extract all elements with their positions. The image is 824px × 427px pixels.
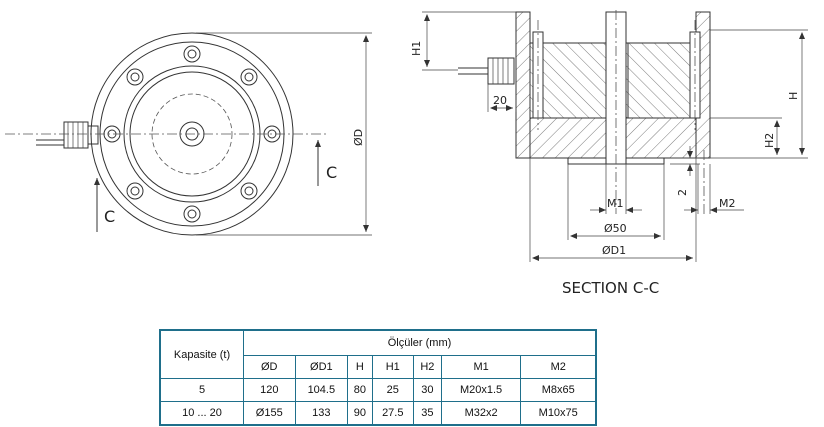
table-cell: 10 ... 20 (159, 401, 244, 426)
table-cell: M10x75 (520, 401, 597, 426)
dashed-circle (151, 93, 233, 175)
table-row: 10 ... 20 Ø155 133 90 27.5 35 M32x2 M10x… (159, 401, 597, 426)
table-cell: 27.5 (371, 401, 414, 426)
column-header: H1 (371, 355, 414, 379)
table-cell: 5 (159, 378, 244, 402)
table-cell: M8x65 (520, 378, 597, 402)
table-cell: 35 (412, 401, 442, 426)
dim-20-label: 20 (493, 94, 507, 107)
column-header: H2 (412, 355, 442, 379)
table-cell: 30 (412, 378, 442, 402)
dim-h-label: H (787, 92, 800, 100)
table-row: 5 120 104.5 80 25 30 M20x1.5 M8x65 (159, 378, 597, 402)
section-mark-left: C (104, 207, 115, 226)
dim-d50-label: Ø50 (604, 222, 627, 235)
column-header: H (347, 355, 373, 379)
column-header: ØD (243, 355, 296, 379)
section-title: SECTION C-C (562, 279, 659, 297)
dim-d1-label: ØD1 (602, 244, 626, 257)
top-view: C C ØD (5, 32, 372, 236)
table-cell: 80 (347, 378, 373, 402)
table-cell: 25 (371, 378, 414, 402)
bolt-holes (103, 45, 281, 223)
table-cell: Ø155 (243, 401, 296, 426)
dim-od-label: ØD (352, 129, 365, 146)
capacity-header: Kapasite (t) (159, 329, 244, 379)
dim-2-label: 2 (676, 189, 689, 196)
table-cell: M32x2 (440, 401, 522, 426)
dim-h1-label: H1 (410, 41, 423, 56)
section-view: H1 20 H H2 2 M1 M2 Ø50 (410, 10, 808, 297)
dimensions-table: Kapasite (t) Ölçüler (mm) ØD ØD1 H H1 H2… (159, 329, 597, 426)
section-mark-right: C (326, 163, 337, 182)
table-cell: 120 (243, 378, 296, 402)
dim-m1-label: M1 (607, 197, 624, 210)
column-header: M1 (440, 355, 522, 379)
dimensions-group-header: Ölçüler (mm) (243, 329, 597, 356)
dim-m2-label: M2 (719, 197, 736, 210)
column-header: ØD1 (294, 355, 349, 379)
table-header-row: Kapasite (t) Ölçüler (mm) (159, 329, 597, 379)
table-cell: 90 (347, 401, 373, 426)
table-cell: 133 (294, 401, 349, 426)
dim-h2-label: H2 (763, 133, 776, 148)
table-cell: 104.5 (294, 378, 349, 402)
table-cell: M20x1.5 (440, 378, 522, 402)
cable-gland (36, 121, 99, 149)
column-header: M2 (520, 355, 597, 379)
technical-drawing: C C ØD (5, 10, 808, 297)
table-column-row: ØD ØD1 H H1 H2 M1 M2 (160, 355, 597, 379)
